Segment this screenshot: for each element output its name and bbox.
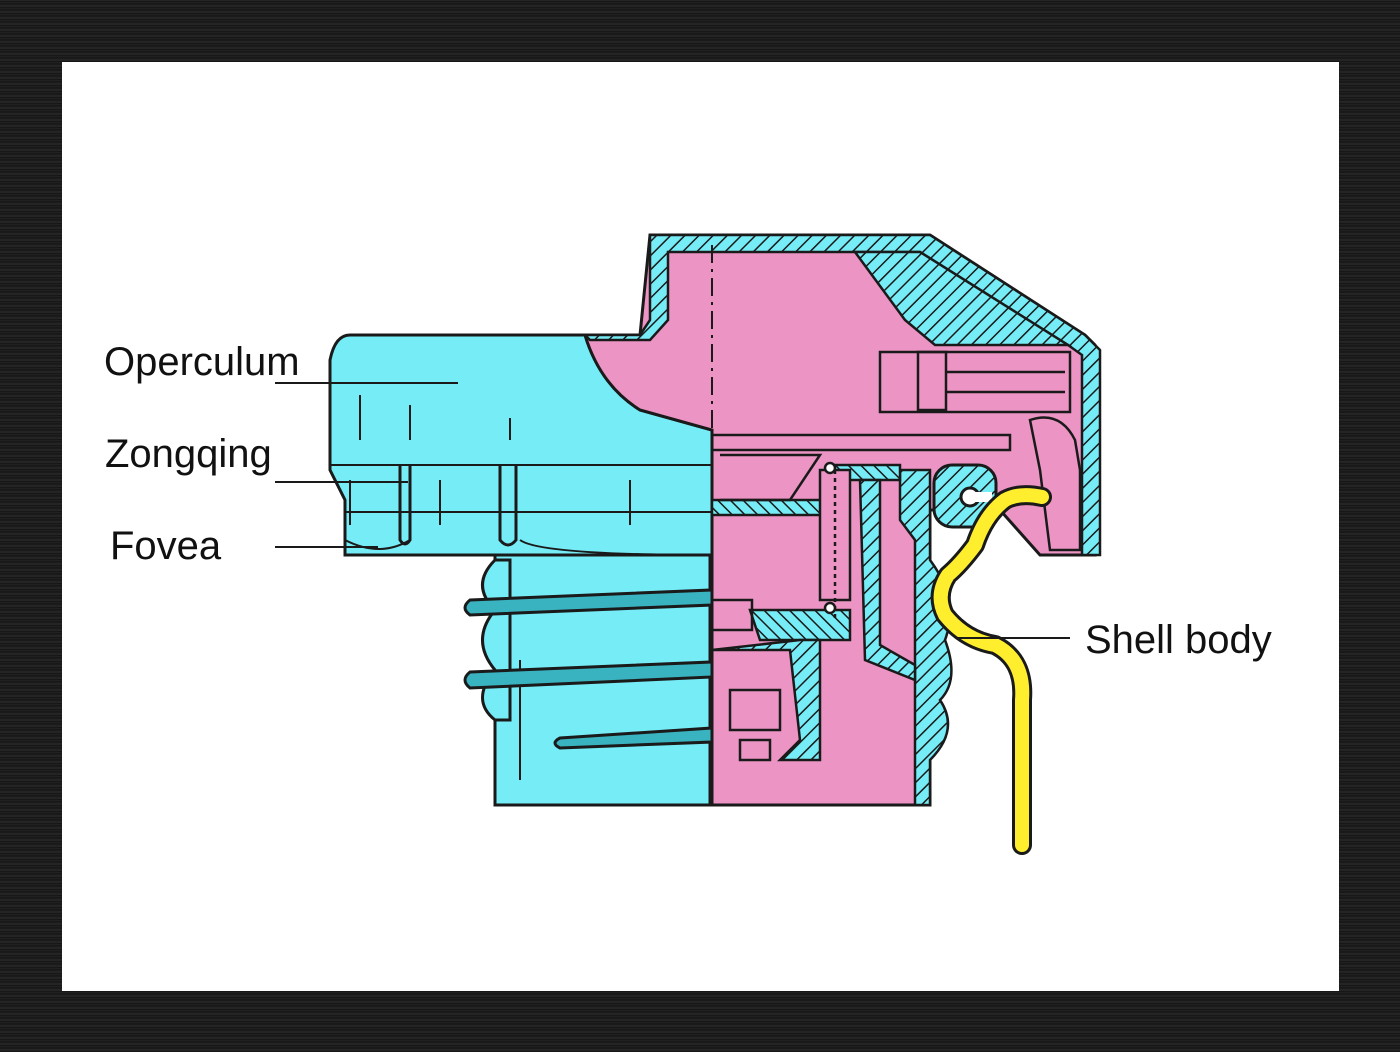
label-fovea: Fovea — [110, 524, 222, 568]
fuel-cap-cross-section — [275, 233, 1102, 855]
leader-lines — [275, 382, 1070, 639]
label-shell-body: Shell body — [1085, 618, 1272, 662]
hatched-shell — [581, 233, 1102, 807]
label-zongqing: Zongqing — [105, 432, 272, 476]
label-operculum: Operculum — [104, 340, 300, 384]
valve-parts — [710, 350, 1072, 762]
thread-scallops — [481, 558, 512, 722]
diagram-frame: Operculum Zongqing Fovea Shell body — [62, 62, 1339, 991]
thread-bars — [463, 588, 714, 750]
yellow-wire-fill — [933, 488, 1049, 852]
grip-ribs — [330, 395, 713, 780]
